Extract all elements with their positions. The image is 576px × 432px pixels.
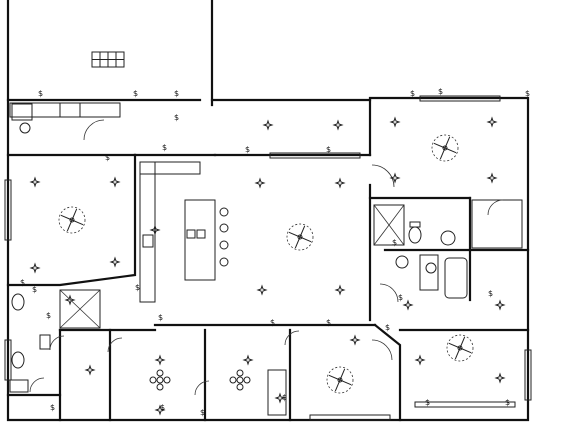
- switch-symbol: $: [245, 145, 250, 154]
- switch-symbol: $: [105, 153, 110, 162]
- sink: [440, 230, 456, 246]
- bathroom-right: [373, 199, 523, 299]
- stool: [219, 207, 229, 217]
- ceiling-light-icon: [494, 372, 506, 384]
- switch-symbol: $: [410, 89, 415, 98]
- stool: [219, 223, 229, 233]
- switch-symbol: $: [162, 143, 167, 152]
- ceiling-light-icon: [486, 172, 498, 184]
- chandelier-icon: [149, 369, 251, 391]
- doors: [29, 119, 504, 416]
- switch-symbol: $: [46, 311, 51, 320]
- switch-symbol: $: [174, 113, 179, 122]
- switch-symbol: $: [158, 313, 163, 322]
- ceiling-light-icon: [349, 334, 361, 346]
- ceiling-light-icon: [154, 354, 166, 366]
- switch-symbol: $: [160, 403, 165, 412]
- ceiling-light-icon: [494, 299, 506, 311]
- switch-symbol: $: [505, 398, 510, 407]
- ceiling-light-icon: [84, 364, 96, 376]
- shower: [59, 289, 101, 329]
- ceiling-light-icon: [402, 299, 414, 311]
- switch-symbol: $: [174, 89, 179, 98]
- switch-symbol: $: [32, 285, 37, 294]
- switch-symbol: $: [398, 293, 403, 302]
- ceiling-light-icon: [334, 284, 346, 296]
- switch-symbol: $: [200, 408, 205, 417]
- chandelier-icon: [149, 369, 171, 391]
- ceiling-light-icon: [149, 224, 161, 236]
- ceiling-light-icon: [109, 256, 121, 268]
- switch-symbol: $: [270, 318, 275, 327]
- utility-room: [9, 102, 121, 134]
- ceiling-fan-icon: [58, 134, 474, 394]
- ceiling-light-icon: [29, 262, 41, 274]
- switch-symbol: $: [135, 283, 140, 292]
- bathtub: [444, 257, 468, 299]
- switch-symbol: $: [438, 87, 443, 96]
- toilet: [11, 351, 25, 369]
- ceiling-light-icon: [29, 176, 41, 188]
- shower: [373, 204, 405, 246]
- ceiling-light-icon: [332, 119, 344, 131]
- ceiling-light-icon: [486, 116, 498, 128]
- switch-symbol: $: [326, 145, 331, 154]
- ceiling-fan-icon: [326, 366, 354, 394]
- skylight: [91, 51, 125, 68]
- switch-symbol: $: [488, 289, 493, 298]
- ceiling-fan-icon: [446, 334, 474, 362]
- switch-symbols: $ $ $ $ $ $ $ $ $ $ $ $ $ $ $ $ $ $ $ $ $ $ $ $ $ $ $ $: [20, 87, 530, 417]
- ceiling-light-icon: [109, 176, 121, 188]
- ceiling-light-icon: [389, 172, 401, 184]
- toilet: [11, 293, 25, 311]
- ceiling-light-icon: [242, 354, 254, 366]
- ceiling-light-icon: [256, 284, 268, 296]
- stool: [219, 257, 229, 267]
- toilet: [408, 226, 422, 244]
- windows: [4, 95, 532, 421]
- ceiling-fan-icon: [431, 134, 459, 162]
- switch-symbol: $: [282, 393, 287, 402]
- ceiling-fan-icon: [286, 223, 314, 251]
- switch-symbol: $: [133, 89, 138, 98]
- ceiling-light-icon: [64, 294, 76, 306]
- kitchen: [139, 161, 229, 303]
- ceiling-light-icon: [334, 177, 346, 189]
- switch-symbol: $: [525, 89, 530, 98]
- switch-symbol: $: [326, 318, 331, 327]
- switch-symbol: $: [38, 89, 43, 98]
- ceiling-fan-icon: [58, 206, 86, 234]
- ceiling-light-icon: [29, 116, 506, 416]
- switch-symbol: $: [425, 398, 430, 407]
- stool: [219, 240, 229, 250]
- ceiling-light-icon: [254, 177, 266, 189]
- switch-symbol: $: [385, 323, 390, 332]
- switch-symbol: $: [50, 403, 55, 412]
- ceiling-light-icon: [389, 116, 401, 128]
- chandelier-icon: [229, 369, 251, 391]
- ceiling-light-icon: [274, 392, 286, 404]
- ceiling-light-icon: [414, 354, 426, 366]
- ceiling-light-icon: [154, 404, 166, 416]
- exterior-walls: [6, 0, 530, 422]
- switch-symbol: $: [392, 238, 397, 247]
- switch-symbol: $: [20, 278, 25, 287]
- kitchen-island: [184, 199, 216, 281]
- bathroom-left: [9, 289, 101, 393]
- ceiling-light-icon: [262, 119, 274, 131]
